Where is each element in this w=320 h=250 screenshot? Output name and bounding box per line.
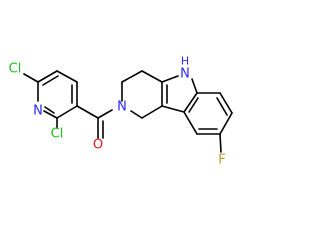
bond-c3-carbonyl [76,105,99,119]
chlorine-label-bottom: Cl [51,127,64,142]
bond-c2-n1 [43,110,58,119]
nitrogen-label-amide: N [117,100,127,115]
bond-c3a-c4 [161,105,185,113]
bond-c2-n1-double [44,106,55,114]
molecule-structure: Cl N Cl O N N H F [9,55,233,168]
bond-c7-c6 [219,92,233,114]
oxygen-label: O [93,138,103,153]
bond-c5b-f [219,133,222,153]
bond-c7-c6-double [216,97,228,116]
bond-c3-nh [161,75,179,83]
bonds [23,70,233,153]
bond-c4b-c3a [183,111,198,135]
chlorine-label-top: Cl [9,62,22,77]
bond-c7a-c3a [183,92,198,113]
bond-c6-c5-double [42,75,59,86]
bond-c2-c3 [141,70,163,83]
bond-c6-c5b [219,112,233,135]
bond-c6-c5 [37,70,58,83]
bond-nh-c7a [191,78,198,94]
bond-c5-n [130,110,143,119]
nitrogen-label-pyridine: N [33,104,43,119]
bond-c3a-c7a-double [188,97,199,113]
bond-c5-c4 [56,70,78,83]
bond-c4-c5 [141,105,163,119]
hydrogen-label-indole: H [181,55,189,68]
nitrogen-label-indole: N [180,67,190,82]
bond-cl-c6 [23,73,39,83]
fluorine-label: F [218,153,225,168]
bond-carbonyl-n [97,109,113,119]
atom-labels: Cl N Cl O N N H F [9,55,226,168]
bond-c3-c2 [56,105,78,119]
bond-c1-c2 [121,70,143,83]
